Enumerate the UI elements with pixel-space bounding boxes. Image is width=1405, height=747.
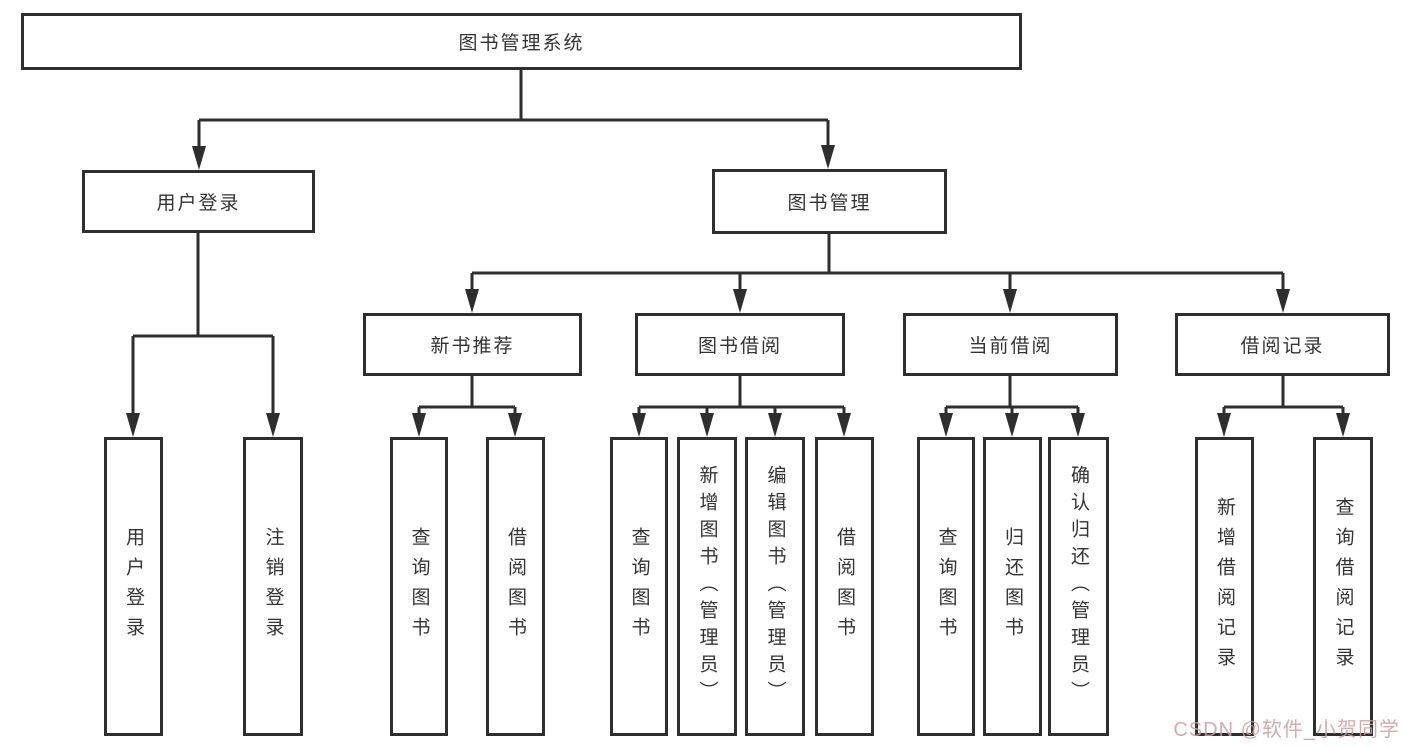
- node-label: 查询图书: [628, 526, 650, 647]
- arrow-down-icon: [126, 413, 140, 437]
- node-label: 图书借阅: [697, 336, 782, 357]
- arrow-down-icon: [632, 413, 646, 437]
- node-label: 确认归还（管理员）: [1068, 465, 1089, 708]
- arrowheads: [126, 145, 1350, 437]
- leaf-return-books: 归还图书: [983, 437, 1042, 736]
- node-label: 图书管理: [787, 193, 872, 214]
- leaf-borrow-books-recommend: 借阅图书: [486, 437, 545, 736]
- leaf-query-books-current: 查询图书: [917, 437, 975, 736]
- leaf-add-borrow-record: 新增借阅记录: [1195, 437, 1254, 736]
- arrow-down-icon: [837, 413, 851, 437]
- arrow-down-icon: [1336, 413, 1350, 437]
- arrow-down-icon: [412, 413, 426, 437]
- leaf-confirm-return-admin: 确认归还（管理员）: [1048, 437, 1109, 736]
- node-book-borrowing: 图书借阅: [635, 313, 845, 376]
- arrow-down-icon: [465, 289, 479, 313]
- arrow-down-icon: [939, 413, 953, 437]
- arrow-down-icon: [192, 146, 206, 170]
- csdn-watermark: CSDN @软件_小贺同学: [1173, 719, 1400, 741]
- arrow-down-icon: [768, 413, 782, 437]
- node-borrowing-records: 借阅记录: [1175, 313, 1390, 376]
- node-label: 借阅图书: [834, 526, 855, 647]
- leaf-add-books-admin: 新增图书（管理员）: [677, 437, 737, 736]
- arrow-down-icon: [821, 145, 835, 169]
- arrow-down-icon: [1003, 289, 1017, 313]
- leaf-query-books-recommend: 查询图书: [390, 437, 448, 736]
- arrow-down-icon: [700, 413, 714, 437]
- node-label: 新增图书（管理员）: [696, 465, 718, 708]
- node-label: 用户登录: [156, 193, 241, 214]
- node-label: 查询图书: [935, 526, 957, 647]
- node-new-book-recommend: 新书推荐: [363, 313, 582, 376]
- node-user-login: 用户登录: [82, 170, 315, 233]
- node-label: 新书推荐: [430, 336, 515, 357]
- node-label: 查询图书: [408, 526, 430, 647]
- node-label: 编辑图书（管理员）: [764, 465, 786, 708]
- leaf-logout: 注销登录: [243, 437, 303, 736]
- node-label: 查询借阅记录: [1332, 496, 1354, 677]
- node-current-borrowing: 当前借阅: [903, 313, 1118, 376]
- node-label: 用户登录: [123, 526, 144, 647]
- leaf-user-login: 用户登录: [104, 437, 163, 736]
- node-label: 借阅记录: [1240, 336, 1325, 357]
- node-label: 归还图书: [1002, 526, 1023, 647]
- arrow-down-icon: [1071, 413, 1085, 437]
- leaf-borrow-books-borrowing: 借阅图书: [815, 437, 874, 736]
- node-label: 借阅图书: [505, 526, 526, 647]
- arrow-down-icon: [1276, 289, 1290, 313]
- arrow-down-icon: [266, 413, 280, 437]
- node-label: 新增借阅记录: [1214, 496, 1235, 677]
- arrow-down-icon: [1005, 413, 1019, 437]
- node-library-management-system: 图书管理系统: [21, 13, 1022, 70]
- node-book-management: 图书管理: [712, 169, 947, 234]
- leaf-edit-books-admin: 编辑图书（管理员）: [745, 437, 805, 736]
- leaf-query-books-borrowing: 查询图书: [610, 437, 668, 736]
- arrow-down-icon: [1217, 413, 1231, 437]
- node-label: 图书管理系统: [458, 33, 585, 54]
- node-label: 当前借阅: [968, 336, 1053, 357]
- arrow-down-icon: [733, 289, 747, 313]
- arrow-down-icon: [508, 413, 522, 437]
- node-label: 注销登录: [262, 526, 284, 647]
- leaf-query-borrow-record: 查询借阅记录: [1313, 437, 1373, 736]
